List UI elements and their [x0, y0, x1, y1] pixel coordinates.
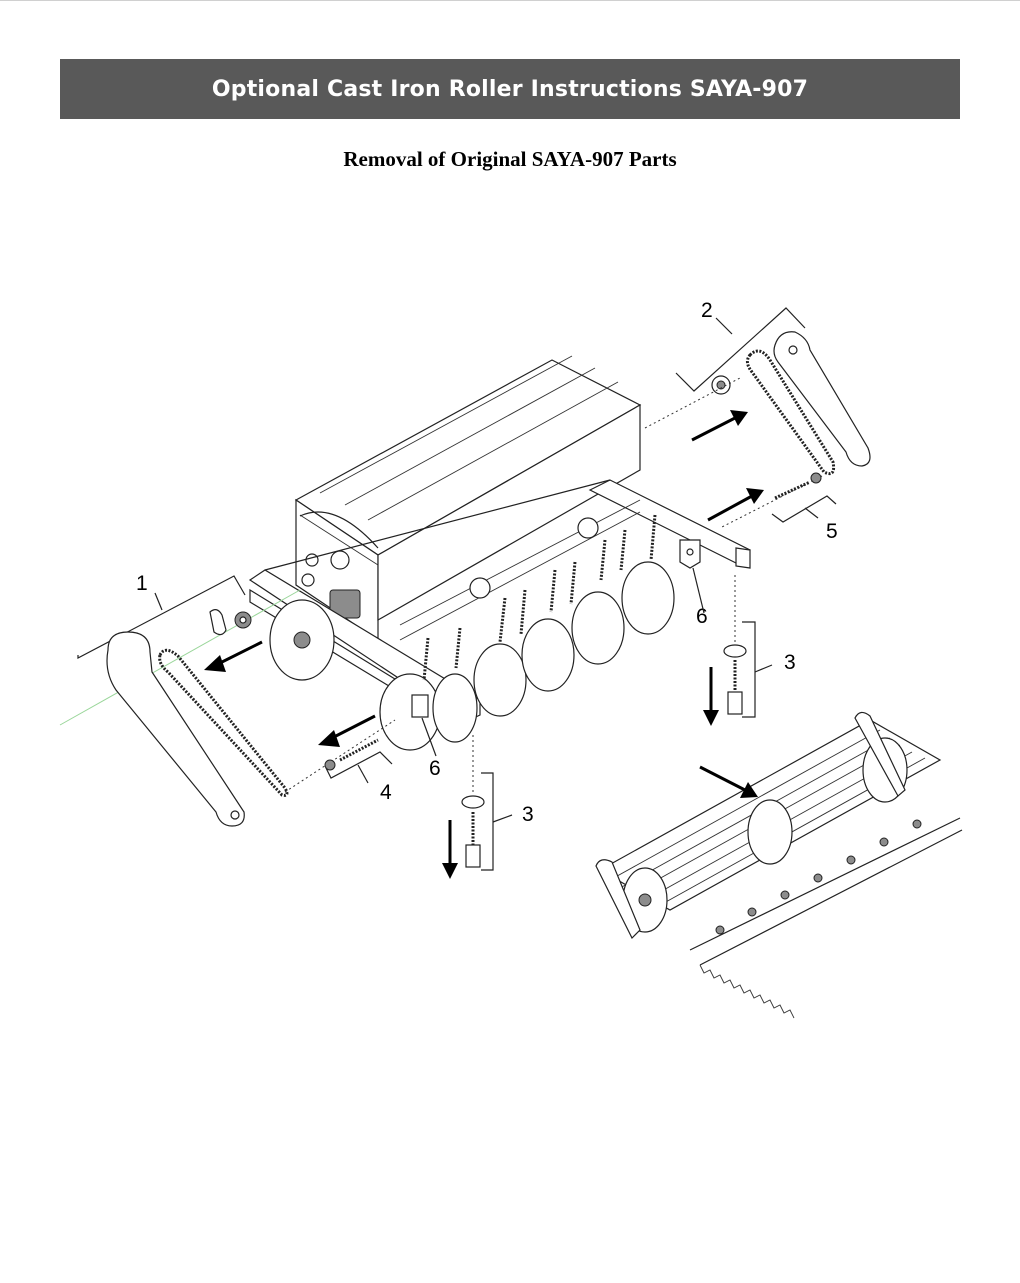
- left-drive-parts: [59, 575, 396, 827]
- disc-openers: [269, 561, 675, 751]
- callout-6-right: 6: [696, 605, 708, 628]
- seed-drill-assembly: [248, 355, 751, 751]
- header-bar: Optional Cast Iron Roller Instructions S…: [60, 59, 960, 119]
- spring-assemblies: [461, 575, 773, 871]
- direction-arrows: [204, 410, 764, 879]
- roller-assembly: [595, 711, 963, 1019]
- callout-5: 5: [826, 520, 838, 543]
- callout-2: 2: [701, 299, 713, 322]
- page-title: Optional Cast Iron Roller Instructions S…: [211, 76, 809, 102]
- callout-3-right: 3: [784, 651, 796, 674]
- callout-1: 1: [136, 572, 148, 595]
- shaft-parts: [324, 472, 837, 784]
- right-drive-parts: [644, 307, 871, 529]
- callout-6-left: 6: [429, 757, 441, 780]
- section-subtitle: Removal of Original SAYA-907 Parts: [343, 147, 677, 171]
- callout-4: 4: [380, 781, 392, 804]
- top-rule: [0, 0, 1020, 1]
- callout-3-left: 3: [522, 803, 534, 826]
- callout-labels: 1 2 3 3 4 5 6 6: [136, 299, 838, 826]
